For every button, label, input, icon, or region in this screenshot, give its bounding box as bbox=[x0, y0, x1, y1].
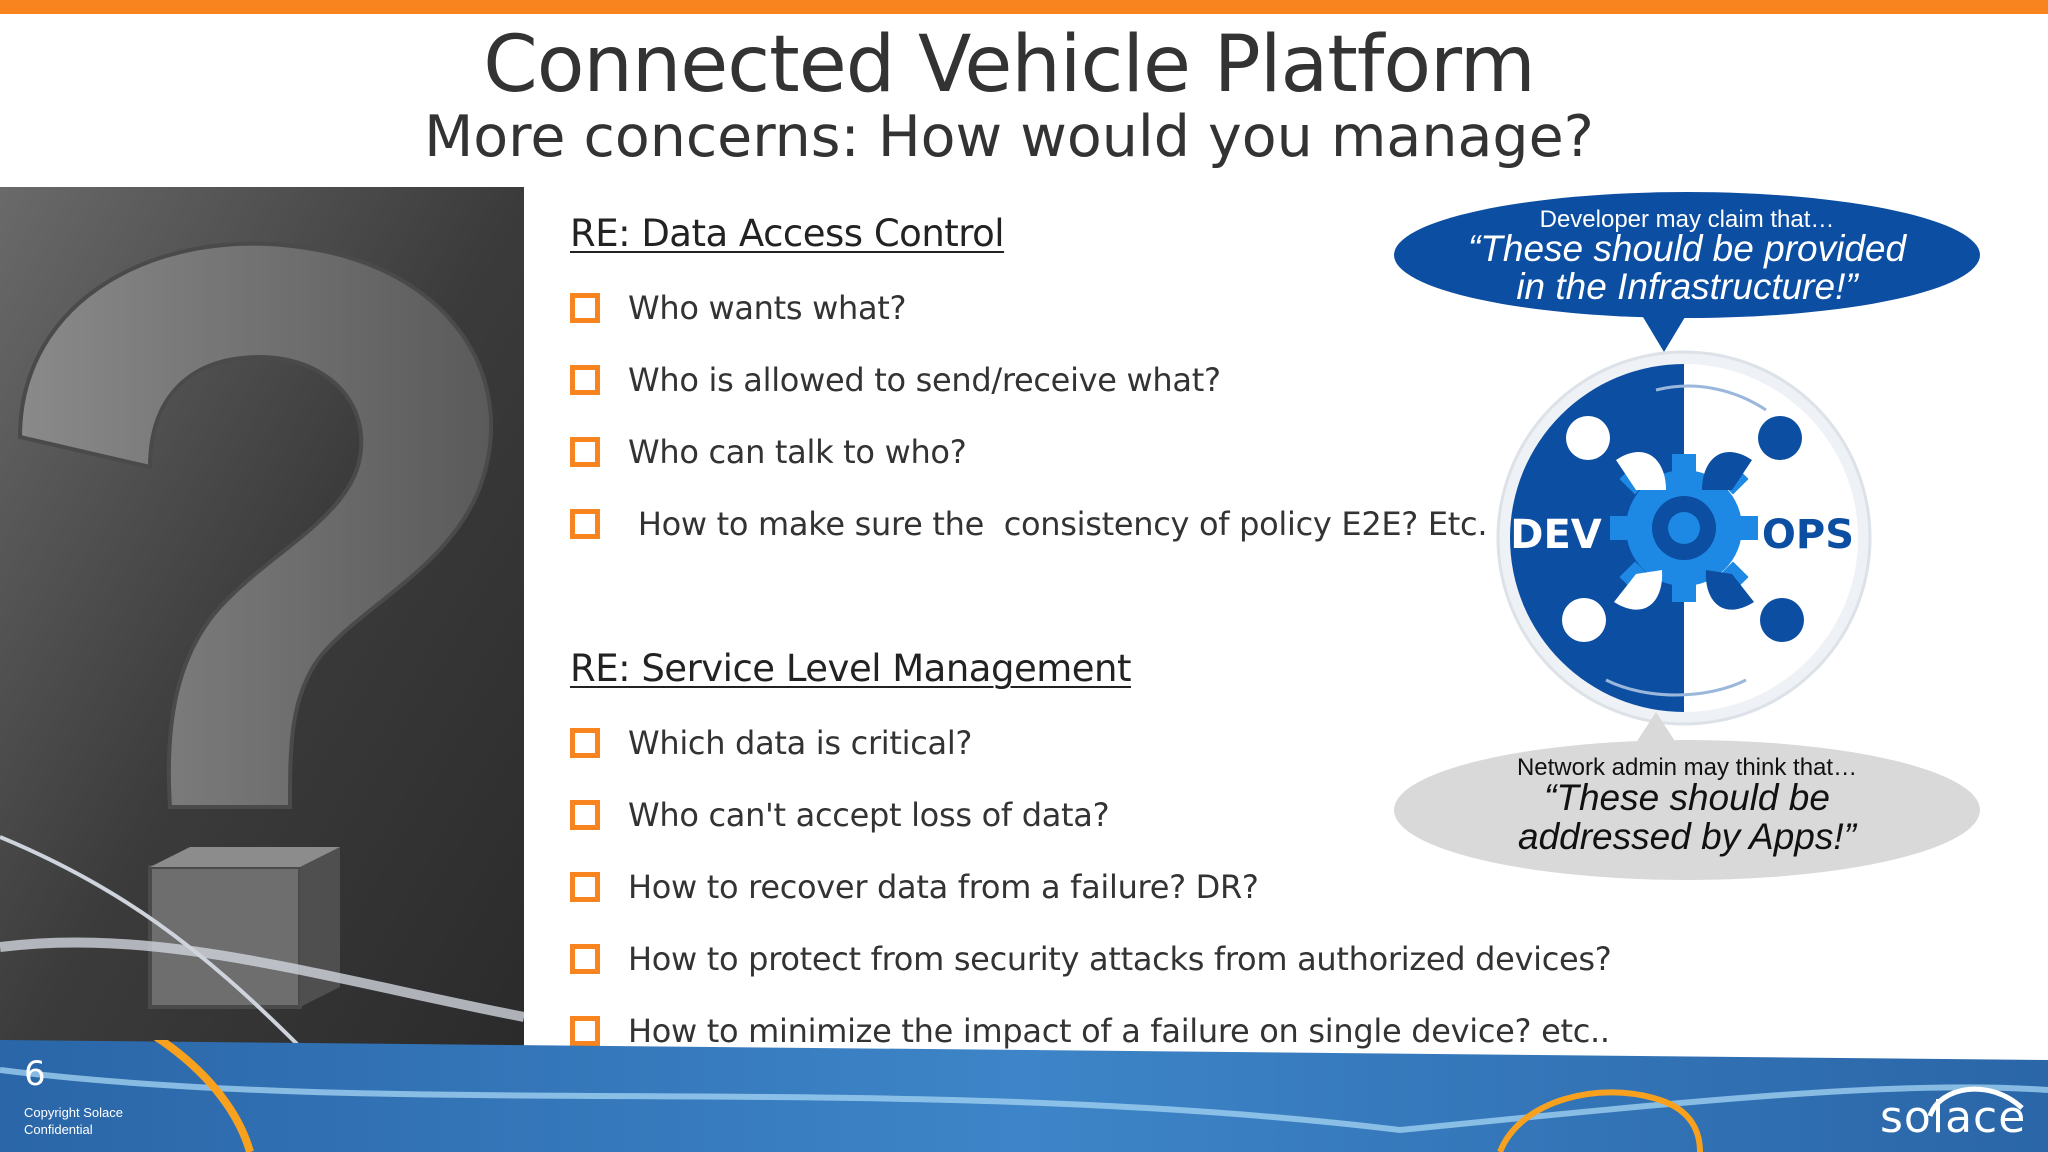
network-admin-speech-bubble: Network admin may think that… “These sho… bbox=[1394, 740, 1980, 880]
bullet-text: How to protect from security attacks fro… bbox=[628, 940, 1612, 978]
bullet-text: Which data is critical? bbox=[628, 724, 973, 762]
solace-logo-icon bbox=[1927, 1086, 2024, 1117]
orange-square-bullet-icon bbox=[570, 1016, 600, 1046]
bullet-text: How to make sure the consistency of poli… bbox=[628, 505, 1488, 543]
dev-label: DEV bbox=[1510, 512, 1602, 558]
bullet-text: Who can talk to who? bbox=[628, 433, 967, 471]
orange-square-bullet-icon bbox=[570, 365, 600, 395]
devops-cycle-graphic: DEV OPS bbox=[1496, 350, 1872, 726]
person-icon bbox=[1562, 416, 1804, 642]
developer-bubble-quote: “These should be provided in the Infrast… bbox=[1394, 230, 1980, 306]
bullet-item: Who is allowed to send/receive what? bbox=[570, 360, 1221, 400]
footer-wave-band bbox=[0, 1040, 2048, 1152]
orange-square-bullet-icon bbox=[570, 728, 600, 758]
bullet-item: How to minimize the impact of a failure … bbox=[570, 1011, 1610, 1051]
developer-speech-bubble: Developer may claim that… “These should … bbox=[1394, 192, 1980, 318]
question-mark-image bbox=[0, 187, 524, 1087]
network-bubble-quote: “These should be addressed by Apps!” bbox=[1394, 778, 1980, 856]
orange-square-bullet-icon bbox=[570, 872, 600, 902]
bullet-item: Who can talk to who? bbox=[570, 432, 967, 472]
gear-icon bbox=[1610, 454, 1758, 602]
bullet-text: Who wants what? bbox=[628, 289, 907, 327]
developer-bubble-tail bbox=[1640, 312, 1688, 352]
copyright-text: Copyright Solace Confidential bbox=[24, 1105, 123, 1137]
bullet-text: Who can't accept loss of data? bbox=[628, 796, 1110, 834]
orange-square-bullet-icon bbox=[570, 944, 600, 974]
bullet-text: Who is allowed to send/receive what? bbox=[628, 361, 1221, 399]
slide-title: Connected Vehicle Platform bbox=[483, 20, 1536, 110]
bullet-item: Who can't accept loss of data? bbox=[570, 795, 1110, 835]
bullet-text: How to minimize the impact of a failure … bbox=[628, 1012, 1610, 1050]
slide-subtitle: More concerns: How would you manage? bbox=[424, 104, 1594, 170]
section-heading-data-access: RE: Data Access Control bbox=[570, 212, 1005, 255]
bullet-item: Which data is critical? bbox=[570, 723, 972, 763]
network-quote-line-2: addressed by Apps!” bbox=[1518, 816, 1856, 857]
bullet-item: How to protect from security attacks fro… bbox=[570, 939, 1612, 979]
developer-quote-line-2: in the Infrastructure!” bbox=[1516, 266, 1858, 307]
bullet-item: How to recover data from a failure? DR? bbox=[570, 867, 1259, 907]
network-bubble-lead: Network admin may think that… bbox=[1516, 754, 1858, 781]
bullet-text: How to recover data from a failure? DR? bbox=[628, 868, 1259, 906]
developer-quote-line-1: “These should be provided bbox=[1467, 228, 1907, 269]
ops-label: OPS bbox=[1762, 512, 1854, 558]
bullet-item: How to make sure the consistency of poli… bbox=[570, 504, 1488, 544]
orange-square-bullet-icon bbox=[570, 293, 600, 323]
page-number: 6 bbox=[24, 1054, 46, 1094]
orange-square-bullet-icon bbox=[570, 509, 600, 539]
developer-bubble-lead: Developer may claim that… bbox=[1539, 206, 1835, 233]
network-quote-line-1: “These should be bbox=[1544, 777, 1830, 818]
orange-square-bullet-icon bbox=[570, 437, 600, 467]
section-heading-service-level: RE: Service Level Management bbox=[570, 647, 1131, 690]
orange-square-bullet-icon bbox=[570, 800, 600, 830]
solace-logo-text: solace bbox=[1880, 1092, 2027, 1143]
bullet-item: Who wants what? bbox=[570, 288, 907, 328]
top-accent-bar bbox=[0, 0, 2048, 14]
